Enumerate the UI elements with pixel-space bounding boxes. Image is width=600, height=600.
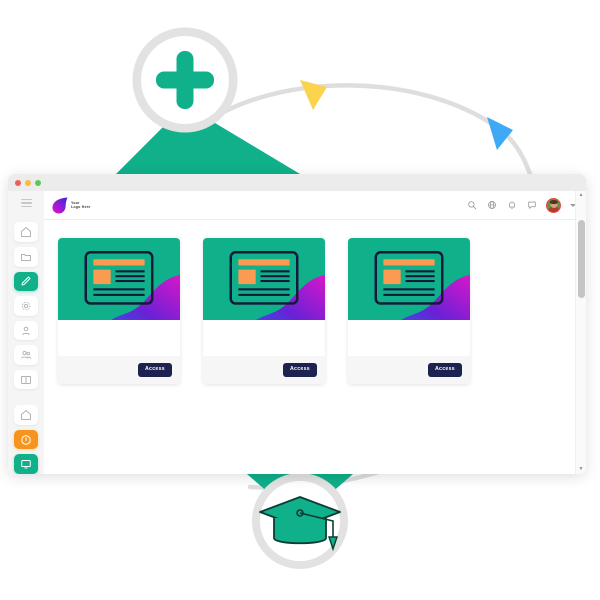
plus-badge xyxy=(132,27,238,133)
scroll-up-arrow[interactable]: ▲ xyxy=(578,192,584,198)
card-media xyxy=(348,238,470,320)
brand-logo[interactable]: Your Logo Here xyxy=(52,197,91,214)
users-icon xyxy=(21,351,31,359)
hamburger-icon[interactable] xyxy=(15,195,37,211)
bottom-triangle xyxy=(240,468,360,520)
card-body xyxy=(348,320,470,356)
gradient-blob xyxy=(256,274,325,320)
card-body xyxy=(203,320,325,356)
chat-icon[interactable] xyxy=(526,200,537,211)
browser-window: Your Logo Here xyxy=(8,174,586,474)
card-media xyxy=(58,238,180,320)
course-card[interactable]: Access xyxy=(203,238,325,384)
access-button[interactable]: Access xyxy=(428,363,462,377)
card-body xyxy=(58,320,180,356)
card-row: Access xyxy=(58,238,570,384)
card-grid: Access xyxy=(44,220,586,474)
home-icon xyxy=(21,410,31,420)
window-body: Your Logo Here xyxy=(8,191,586,474)
sidebar-item-home[interactable] xyxy=(14,222,38,242)
logo-mark-icon xyxy=(52,197,68,213)
sidebar-item-dashboard[interactable] xyxy=(14,405,38,425)
pencil-icon xyxy=(21,276,31,286)
access-button[interactable]: Access xyxy=(138,363,172,377)
maximize-dot[interactable] xyxy=(35,179,41,186)
graduation-badge xyxy=(252,473,348,569)
minimize-dot[interactable] xyxy=(25,179,31,186)
card-footer: Access xyxy=(203,356,325,384)
card-media xyxy=(203,238,325,320)
blue-arrow-marker xyxy=(487,117,513,150)
sidebar-item-edit[interactable] xyxy=(14,271,38,292)
avatar[interactable] xyxy=(546,197,561,213)
chevron-down-icon[interactable] xyxy=(570,203,576,207)
logo-line-2: Logo Here xyxy=(71,205,91,209)
sidebar-item-profile[interactable] xyxy=(14,320,38,341)
course-card[interactable]: Access xyxy=(58,238,180,384)
book-icon xyxy=(21,375,31,384)
sidebar-item-groups[interactable] xyxy=(14,345,38,365)
brand-logo-text: Your Logo Here xyxy=(71,201,91,210)
gradient-blob xyxy=(401,274,470,320)
close-dot[interactable] xyxy=(15,179,21,186)
app-main: Your Logo Here xyxy=(44,191,586,474)
app-sidebar xyxy=(8,191,44,474)
sidebar-item-library[interactable] xyxy=(14,369,38,390)
vertical-scrollbar[interactable]: ▲ ▼ xyxy=(575,191,586,474)
yellow-arrow-marker xyxy=(300,80,327,110)
top-triangle xyxy=(110,105,310,180)
sidebar-item-media[interactable] xyxy=(14,454,38,474)
course-card[interactable]: Access xyxy=(348,238,470,384)
sidebar-item-files[interactable] xyxy=(14,246,38,267)
window-titlebar xyxy=(8,174,586,191)
document-illustration xyxy=(84,251,154,305)
user-icon xyxy=(22,326,30,335)
document-illustration xyxy=(374,251,444,305)
monitor-icon xyxy=(21,460,31,469)
gear-icon xyxy=(21,301,31,311)
bell-icon[interactable] xyxy=(506,200,517,211)
info-icon xyxy=(21,434,31,445)
sidebar-item-alerts[interactable] xyxy=(14,429,38,450)
topbar-toolbar xyxy=(466,197,576,213)
logo-line-1: Your xyxy=(71,200,80,205)
scroll-down-arrow[interactable]: ▼ xyxy=(578,466,584,472)
gradient-blob xyxy=(111,274,180,320)
sidebar-item-settings[interactable] xyxy=(14,296,38,316)
card-footer: Access xyxy=(348,356,470,384)
app-topbar: Your Logo Here xyxy=(44,191,586,220)
home-icon xyxy=(21,227,31,238)
globe-icon[interactable] xyxy=(486,200,497,211)
scrollbar-thumb[interactable] xyxy=(578,220,585,298)
document-illustration xyxy=(229,251,299,305)
search-icon[interactable] xyxy=(466,200,477,211)
scrollbar-track[interactable] xyxy=(576,200,586,465)
access-button[interactable]: Access xyxy=(283,363,317,377)
graduation-cap-icon xyxy=(259,496,341,552)
card-footer: Access xyxy=(58,356,180,384)
folder-icon xyxy=(21,253,31,261)
